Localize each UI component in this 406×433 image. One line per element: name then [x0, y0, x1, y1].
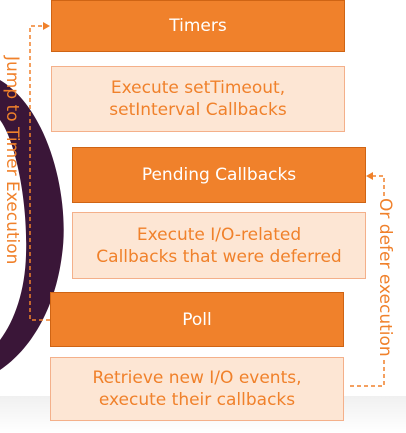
jump-arrow-icon: [43, 22, 50, 30]
defer-label: Or defer execution: [375, 196, 395, 359]
defer-connector: [350, 175, 385, 387]
jump-connector: [29, 25, 50, 321]
timers-phase: Timers: [51, 0, 345, 52]
pending-label: Pending Callbacks: [141, 165, 297, 185]
poll-desc-line2: execute their callbacks: [98, 390, 296, 410]
timers-desc-line2: setInterval Callbacks: [109, 100, 287, 120]
timers-desc-line1: Execute setTimeout,: [110, 78, 286, 98]
pending-desc-line2: Callbacks that were deferred: [96, 246, 342, 267]
pending-desc-line1: Execute I/O-related: [136, 224, 302, 245]
poll-description: Retrieve new I/O events, execute their c…: [50, 357, 344, 421]
jump-label: Jump to Timer Execution: [2, 56, 22, 265]
poll-phase: Poll: [50, 292, 344, 347]
pending-description: Execute I/O-related Callbacks that were …: [72, 212, 366, 279]
timers-description: Execute setTimeout, setInterval Callback…: [51, 66, 345, 132]
poll-desc-line1: Retrieve new I/O events,: [92, 368, 302, 388]
pending-callbacks-phase: Pending Callbacks: [72, 147, 366, 203]
defer-arrow-icon: [366, 172, 373, 180]
poll-label: Poll: [182, 309, 212, 330]
timers-label: Timers: [169, 16, 227, 36]
